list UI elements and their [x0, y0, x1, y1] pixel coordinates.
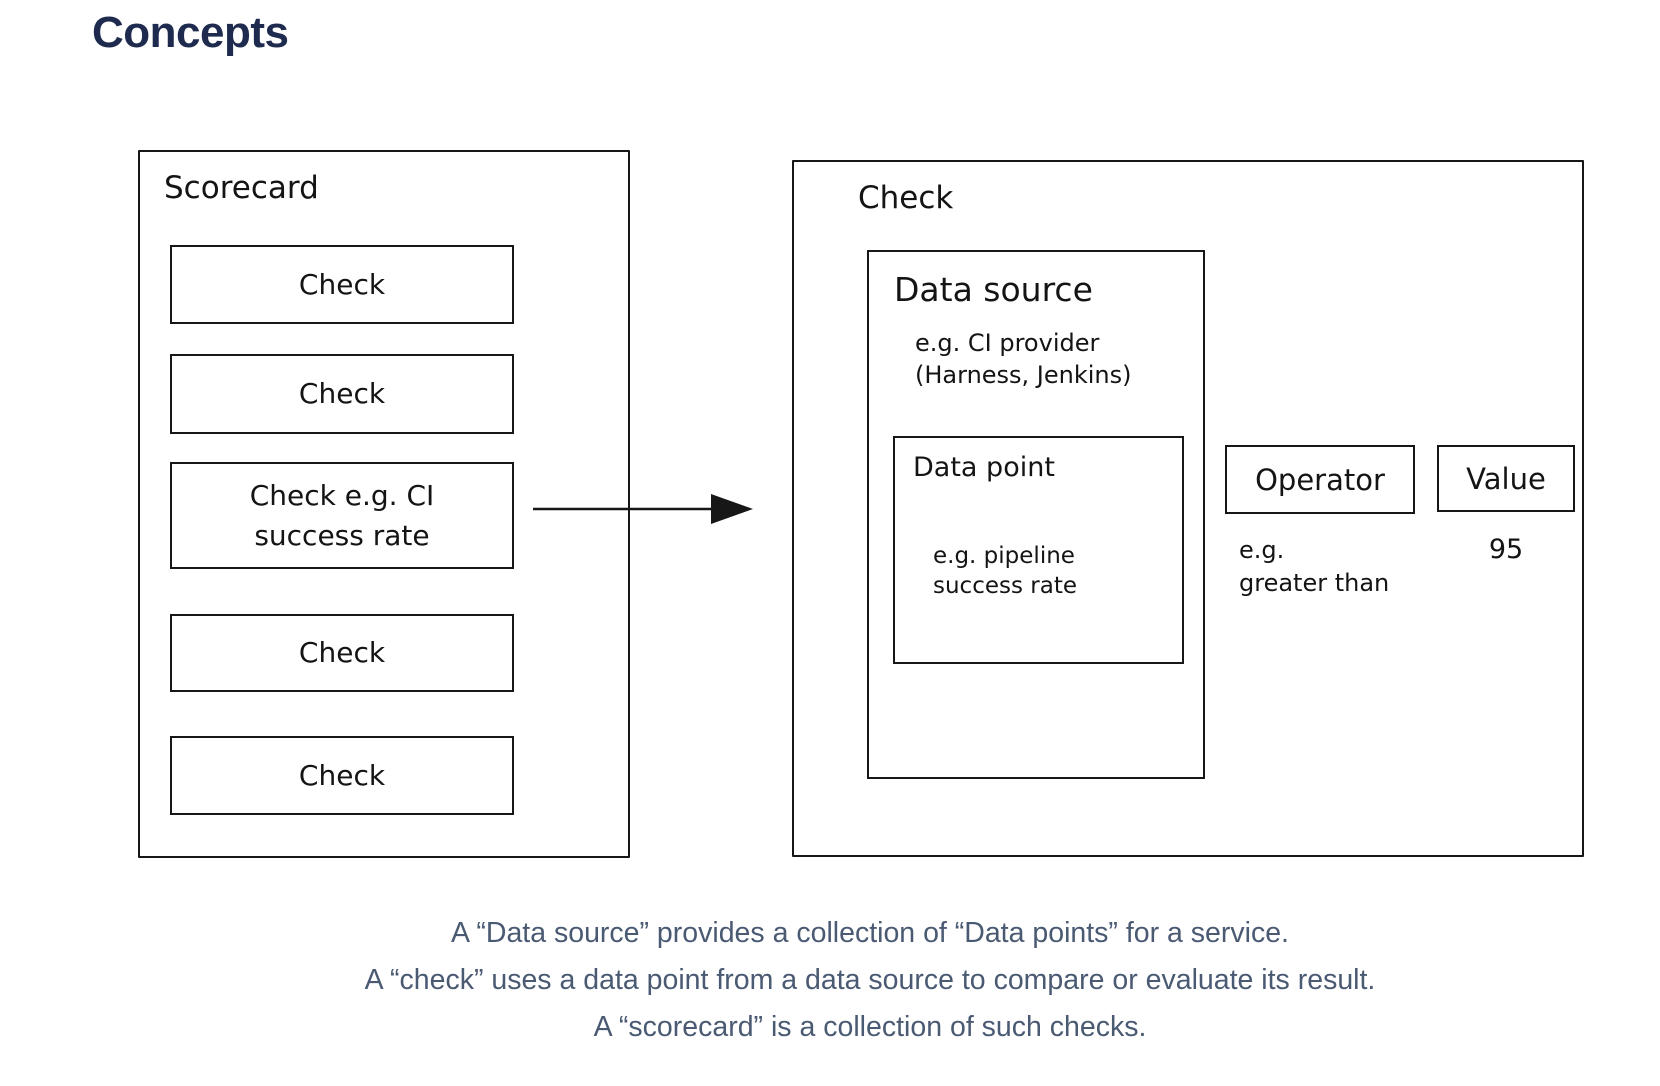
page-title: Concepts	[92, 8, 289, 57]
caption-line-data-source: A “Data source” provides a collection of…	[451, 917, 1289, 949]
check-item-ci-success-rate: Check e.g. CI success rate	[170, 462, 514, 569]
value-label: Value	[1466, 461, 1546, 496]
value-example: 95	[1488, 534, 1524, 565]
caption-line-scorecard: A “scorecard” is a collection of such ch…	[593, 1011, 1147, 1043]
caption-line-check: A “check” uses a data point from a data …	[364, 964, 1376, 996]
check-item: Check	[170, 614, 514, 692]
check-item: Check	[170, 736, 514, 815]
data-source-example: e.g. CI provider (Harness, Jenkins)	[915, 329, 1132, 389]
data-point-box: Data point e.g. pipeline success rate	[893, 436, 1184, 664]
data-point-example: e.g. pipeline success rate	[933, 543, 1077, 599]
caption-block: A “Data source” provides a collection of…	[80, 918, 1660, 1059]
operator-example: e.g. greater than	[1239, 536, 1390, 598]
data-source-label: Data source	[894, 270, 1093, 309]
check-item: Check	[170, 354, 514, 434]
operator-box: Operator	[1225, 445, 1415, 514]
flow-arrow-icon	[533, 494, 753, 524]
data-source-box: Data source e.g. CI provider (Harness, J…	[867, 250, 1205, 779]
value-box: Value	[1437, 445, 1575, 512]
data-point-label: Data point	[913, 452, 1055, 483]
check-detail-label: Check	[858, 180, 954, 216]
check-item: Check	[170, 245, 514, 324]
check-detail-box: Check Data source e.g. CI provider (Harn…	[792, 160, 1584, 857]
scorecard-box: Scorecard Check Check Check e.g. CI succ…	[138, 150, 630, 858]
scorecard-label: Scorecard	[164, 170, 319, 206]
operator-label: Operator	[1255, 462, 1385, 497]
